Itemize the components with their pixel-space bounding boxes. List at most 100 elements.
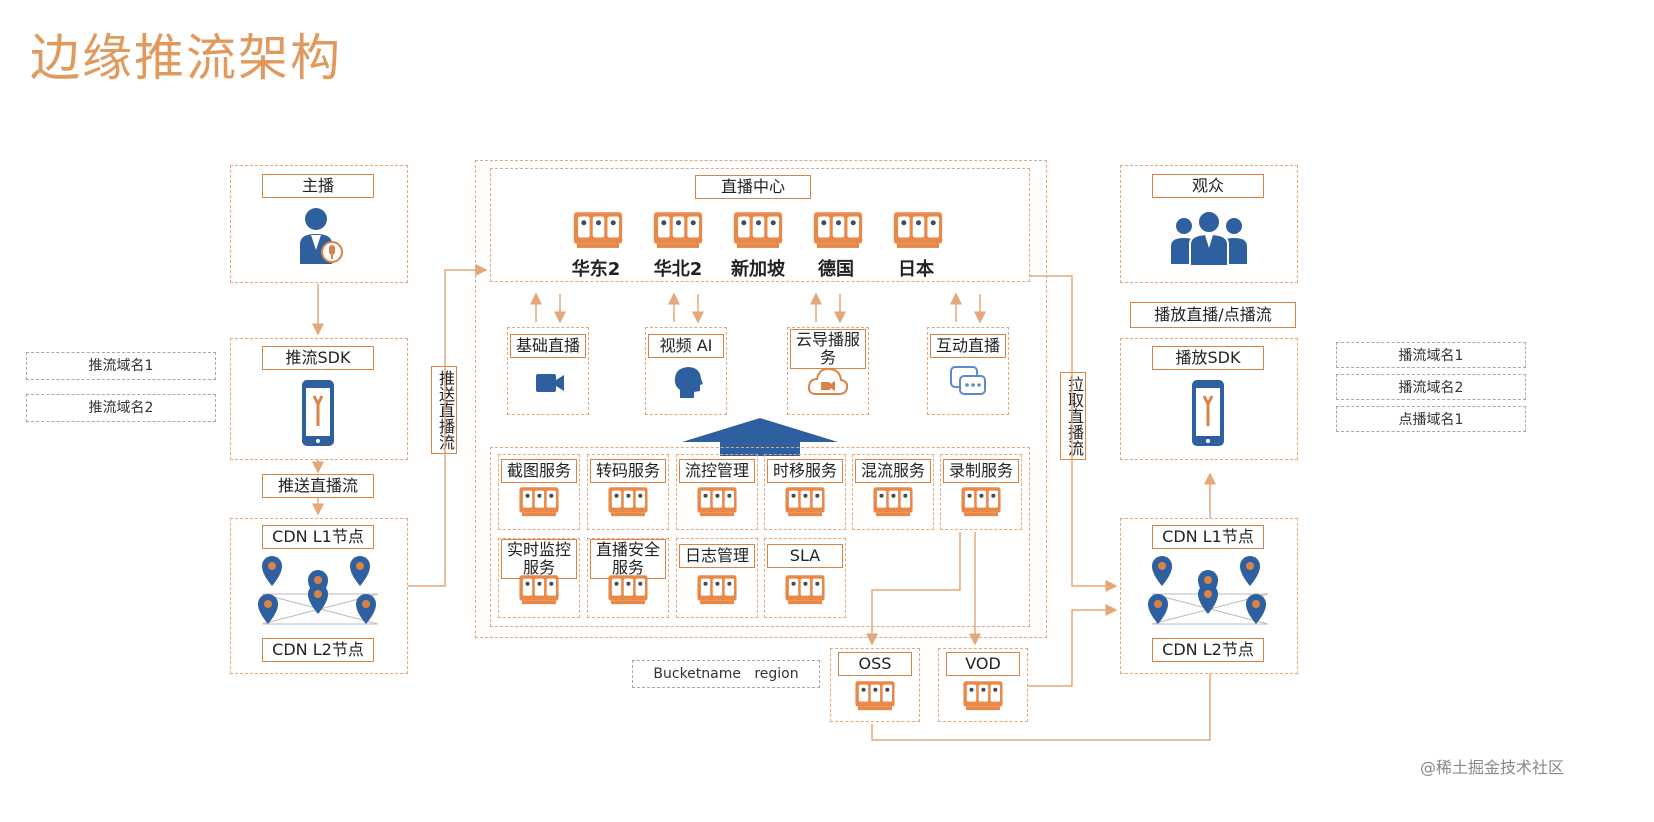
server-cluster-icon [893,212,943,248]
push-sdk-panel [230,338,408,460]
big-up-arrow-icon [680,416,840,456]
push-sdk-label: 推流SDK [262,346,374,370]
play-domain-2: 播流域名2 [1336,374,1526,400]
location-pin-icon [1240,556,1260,586]
server-cluster-icon [608,487,648,517]
server-cluster-icon [697,487,737,517]
vod-domain-1: 点播域名1 [1336,406,1526,432]
oss-panel [830,648,920,722]
server-cluster-icon [855,681,895,711]
server-cluster-icon [653,212,703,248]
server-cluster-icon [519,487,559,517]
page-title: 边缘推流架构 [30,29,342,87]
location-pin-icon [1198,584,1218,614]
live-center-title: 直播中心 [695,175,811,199]
module-box [852,454,934,530]
module-label: SLA [767,544,843,568]
service-box [645,327,727,415]
server-cluster-icon [519,575,559,605]
module-label: 混流服务 [855,459,931,483]
play-stream-label: 播放直播/点播流 [1130,302,1296,328]
cloud-video-icon [806,362,850,400]
push-domain-2: 推流域名2 [26,394,216,422]
play-domain-1: 播流域名1 [1336,342,1526,368]
region-label: 日本 [898,259,934,280]
watermark: @稀土掘金技术社区 [1420,758,1565,777]
module-label: 截图服务 [501,459,577,483]
live-center-outer [475,160,1047,638]
location-pin-icon [258,594,278,624]
bucket-note: Bucketname region [632,660,820,688]
anchor-label: 主播 [262,174,374,198]
module-label: 日志管理 [679,544,755,568]
server-cluster-icon [813,212,863,248]
live-center-regions-panel [490,168,1030,282]
module-label: 流控管理 [679,459,755,483]
push-domain-1: 推流域名1 [26,352,216,380]
server-cluster-icon [697,575,737,605]
location-pin-icon [1246,594,1266,624]
service-box [927,327,1009,415]
module-label: 转码服务 [590,459,666,483]
module-box [498,538,580,618]
module-box [764,454,846,530]
region-label: 德国 [818,259,854,280]
server-cluster-icon [733,212,783,248]
service-label: 视频 AI [648,334,724,358]
module-box [498,454,580,530]
service-label: 基础直播 [510,334,586,358]
location-pin-icon [262,556,282,586]
vod-panel [938,648,1028,722]
location-pin-icon [1152,556,1172,586]
module-box [587,454,669,530]
audience-group-icon [1168,208,1250,268]
module-label: 直播安全服务 [590,539,666,579]
region-label: 华东2 [571,259,621,280]
location-pin-icon [1148,594,1168,624]
region-label: 新加坡 [731,259,785,280]
push-stream-vertical-label: 推送直播流 [431,366,457,454]
server-cluster-icon [608,575,648,605]
anchor-person-icon [296,206,346,268]
module-box [587,538,669,618]
cdn-left-panel [230,518,408,674]
module-box [676,538,758,618]
service-label: 云导播服务 [790,329,866,369]
oss-label: OSS [838,652,912,676]
server-cluster-icon [785,487,825,517]
service-box [507,327,589,415]
play-sdk-label: 播放SDK [1152,346,1264,370]
location-pin-icon [356,594,376,624]
server-cluster-icon [961,487,1001,517]
module-label: 实时监控服务 [501,539,577,579]
server-cluster-icon [873,487,913,517]
module-label: 录制服务 [943,459,1019,483]
audience-label: 观众 [1152,174,1264,198]
module-box [676,454,758,530]
push-stream-label: 推送直播流 [262,474,374,498]
cdn-left-l2-label: CDN L2节点 [262,638,374,662]
cdn-left-l1-label: CDN L1节点 [262,525,374,549]
service-label: 互动直播 [930,334,1006,358]
play-sdk-panel [1120,338,1298,460]
cdn-right-panel [1120,518,1298,674]
modules-panel [490,447,1030,627]
server-cluster-icon [573,212,623,248]
module-box [940,454,1022,530]
server-cluster-icon [963,681,1003,711]
module-label: 时移服务 [767,459,843,483]
server-cluster-icon [785,575,825,605]
phone-icon [300,378,336,448]
module-box [764,538,846,618]
ai-head-icon [670,364,706,400]
service-box [787,327,869,415]
location-pin-icon [308,584,328,614]
pull-stream-vertical-label: 拉取直播流 [1060,372,1086,460]
phone-icon [1190,378,1226,448]
anchor-panel [230,165,408,283]
region-label: 华北2 [653,259,703,280]
video-camera-icon [532,368,568,398]
location-pin-icon [350,556,370,586]
vod-label: VOD [946,652,1020,676]
